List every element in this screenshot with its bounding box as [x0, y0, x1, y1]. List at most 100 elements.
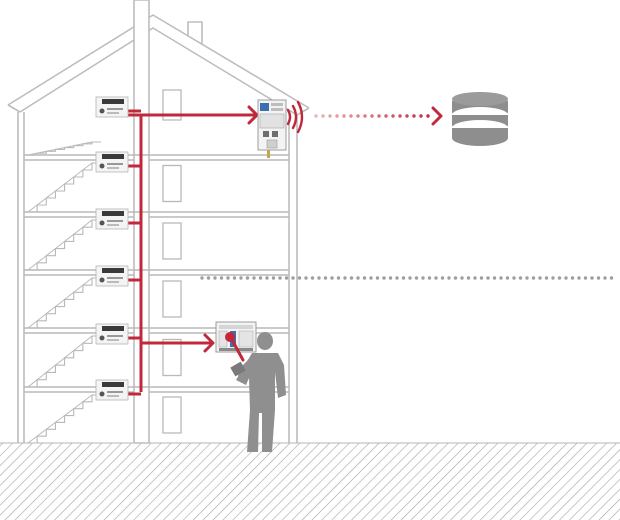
separator-dot	[499, 276, 503, 280]
separator-dotted-line	[200, 276, 614, 280]
roof-outline	[7, 14, 310, 109]
stair-flight	[28, 277, 102, 329]
separator-dot	[505, 276, 510, 280]
separator-dot	[336, 276, 341, 280]
floors-group	[24, 89, 289, 444]
separator-dot	[557, 276, 562, 280]
separator-dot	[447, 276, 451, 280]
separator-dot	[414, 276, 419, 280]
separator-dot	[382, 276, 386, 280]
separator-dot	[297, 276, 302, 280]
separator-dot	[427, 276, 432, 280]
separator-dot	[271, 276, 276, 280]
link-dot	[426, 114, 430, 118]
separator-dot	[479, 276, 484, 280]
separator-dot	[440, 276, 445, 280]
window	[162, 280, 182, 318]
link-dot	[356, 114, 360, 118]
separator-dot	[544, 276, 549, 280]
separator-dot	[265, 276, 269, 280]
link-dot	[398, 114, 402, 118]
meters-group	[95, 96, 129, 401]
link-dot	[335, 114, 339, 118]
meter-icon	[95, 208, 129, 230]
separator-dot	[245, 276, 250, 280]
meter-icon	[95, 96, 129, 118]
separator-dot	[291, 276, 295, 280]
separator-dot	[310, 276, 315, 280]
separator-dot	[609, 276, 614, 280]
separator-dot	[596, 276, 601, 280]
window	[162, 89, 182, 121]
stair-flight	[28, 394, 102, 444]
meter-icon	[95, 151, 129, 173]
window	[162, 222, 182, 260]
stair-flight	[28, 219, 102, 271]
stair-flight	[28, 335, 102, 388]
separator-dot	[362, 276, 367, 280]
meter-icon	[95, 379, 129, 401]
separator-dot	[356, 276, 360, 280]
separator-dot	[408, 276, 412, 280]
probe-tip	[225, 332, 235, 342]
stair-stringer	[27, 219, 93, 271]
separator-dot	[583, 276, 588, 280]
separator-dot	[486, 276, 490, 280]
separator-dot	[349, 276, 354, 280]
separator-dot	[388, 276, 393, 280]
wireless-signal-icon	[286, 100, 304, 134]
stair-flight	[28, 162, 102, 213]
database-icon	[452, 92, 508, 146]
separator-dot	[453, 276, 458, 280]
roof-inner	[19, 27, 298, 116]
separator-dot	[466, 276, 471, 280]
separator-dot	[239, 276, 243, 280]
separator-dot	[219, 276, 224, 280]
link-dot	[377, 114, 381, 118]
separator-dot	[421, 276, 425, 280]
separator-dot	[401, 276, 406, 280]
database-arrowhead	[431, 106, 443, 126]
roof-vent	[187, 21, 203, 44]
window	[162, 396, 182, 434]
separator-dot	[304, 276, 308, 280]
separator-dot	[213, 276, 217, 280]
window	[162, 164, 182, 203]
link-dot	[419, 114, 423, 118]
meter-icon	[95, 323, 129, 345]
separator-dot	[531, 276, 536, 280]
gateway-icon	[257, 99, 287, 158]
reader-arrowhead	[203, 333, 215, 353]
wireless-link	[314, 114, 430, 118]
link-dot	[363, 114, 367, 118]
stair-stringer	[27, 335, 93, 388]
separator-dot	[577, 276, 581, 280]
stair-flight	[28, 141, 102, 156]
separator-dot	[375, 276, 380, 280]
separator-dot	[473, 276, 477, 280]
link-dot	[384, 114, 388, 118]
separator-dot	[252, 276, 256, 280]
separator-dot	[206, 276, 211, 280]
link-dot	[370, 114, 374, 118]
probe-line	[229, 336, 245, 362]
separator-dot	[492, 276, 497, 280]
separator-dot	[200, 276, 204, 280]
gateway-arrowhead	[247, 105, 259, 125]
separator-dot	[395, 276, 399, 280]
link-dot	[328, 114, 332, 118]
link-dot	[405, 114, 409, 118]
separator-dot	[460, 276, 464, 280]
separator-dot	[317, 276, 321, 280]
link-dot	[349, 114, 353, 118]
separator-dot	[323, 276, 328, 280]
bus-wiring	[128, 105, 259, 396]
link-dot	[342, 114, 346, 118]
separator-dot	[330, 276, 334, 280]
separator-dot	[258, 276, 263, 280]
stair-stringer	[27, 162, 93, 213]
separator-dot	[278, 276, 282, 280]
separator-dot	[538, 276, 542, 280]
